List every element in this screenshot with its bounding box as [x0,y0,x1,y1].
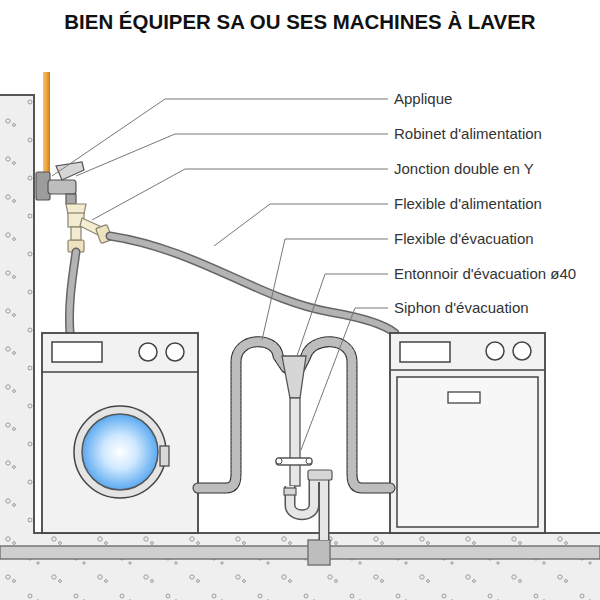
part-label: Flexible d'évacuation [392,230,536,248]
washing-machine [42,333,198,533]
part-label: Siphon d'évacuation [392,299,531,317]
leader-line [52,99,388,450]
floor-drain-pipe [0,540,600,565]
copper-pipe [43,72,50,178]
y-junction [66,204,112,252]
wall [0,95,600,600]
funnel-and-siphon [276,356,332,540]
dishwasher [390,333,545,533]
part-label: Robinet d'alimentation [392,125,544,143]
diagram-title: BIEN ÉQUIPER SA OU SES MACHINES À LAVER [0,10,600,34]
supply-hose [69,236,395,333]
part-label: Flexible d'alimentation [392,195,544,213]
part-label: Applique [392,90,454,108]
part-label: Jonction double en Y [392,160,536,178]
drain-hose [198,342,390,488]
tap [36,162,84,204]
part-label: Entonnoir d'évacuation ø40 [392,265,578,283]
